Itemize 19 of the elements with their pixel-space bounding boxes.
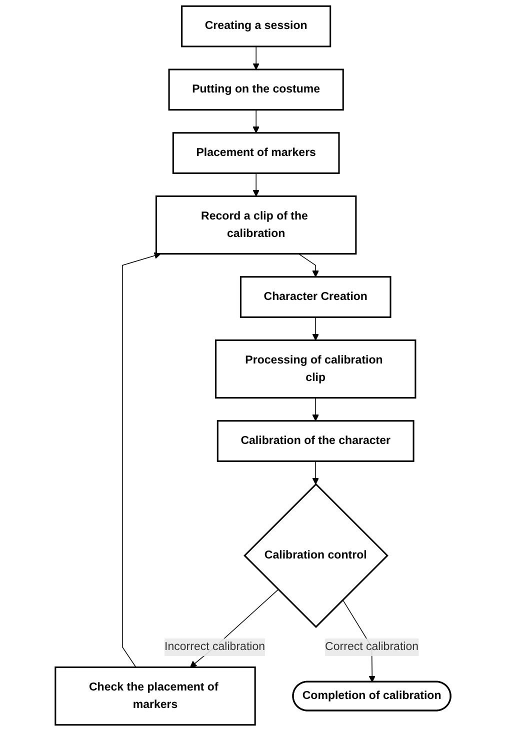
- node-box: [216, 420, 414, 462]
- arrow: [312, 316, 319, 341]
- arrow: [252, 46, 260, 70]
- edge-label: Incorrect calibration: [164, 640, 266, 654]
- arrow: [122, 252, 161, 668]
- arrow: [252, 109, 260, 134]
- node-box: [240, 276, 392, 318]
- node-box: [155, 195, 357, 255]
- node-box: [168, 68, 344, 111]
- node-box: [172, 132, 340, 174]
- node-box: [181, 5, 332, 48]
- arrow: [312, 397, 319, 422]
- arrow: [252, 172, 260, 197]
- arrow: [298, 253, 319, 278]
- arrow: [312, 460, 319, 485]
- node-diamond: [244, 483, 388, 628]
- edge-label: Correct calibration: [325, 640, 419, 654]
- node-box: [215, 339, 416, 399]
- node-box: [54, 666, 256, 726]
